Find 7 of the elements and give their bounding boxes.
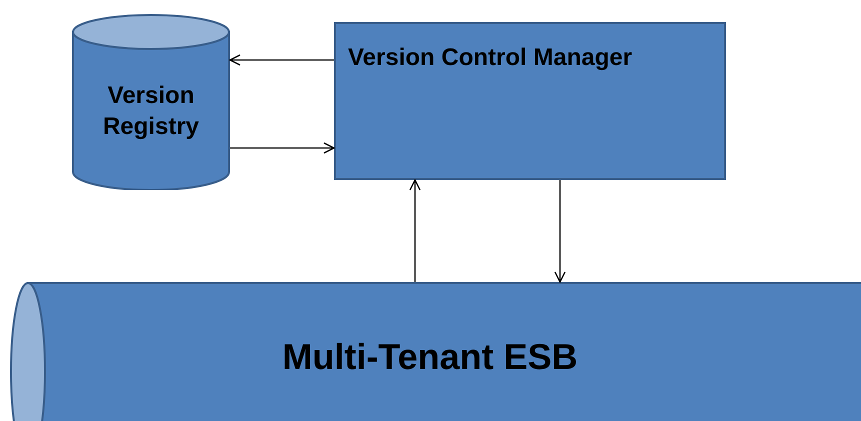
arrow (230, 142, 335, 154)
node-label: Version Control Manager (348, 43, 634, 73)
arrow (409, 179, 421, 282)
arrow (229, 54, 334, 66)
arrow (554, 180, 566, 283)
node-label: Multi-Tenant ESB (281, 335, 579, 379)
node-label: Version Registry (102, 81, 200, 142)
